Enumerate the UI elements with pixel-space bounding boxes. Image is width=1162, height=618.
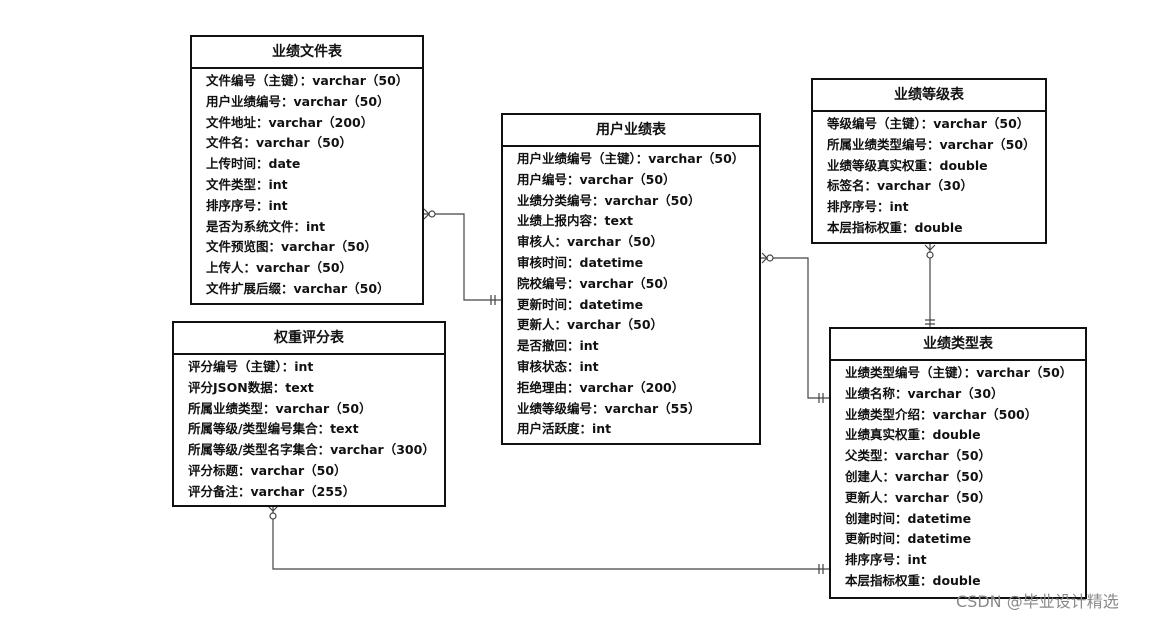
entity-field: 业绩真实权重：double [845,427,981,443]
field-list: 评分编号（主键）：int 评分JSON数据：text 所属业绩类型：varchar（… [174,355,444,503]
entity-field: 院校编号：varchar（50） [517,275,676,291]
entity-field: 更新时间：datetime [845,531,972,547]
entity-field: 所属等级/类型编号集合：text [188,421,359,437]
relation-crow-circle [926,251,934,259]
relation-crow-foot [761,252,768,264]
relation-bar-mark [818,564,824,574]
entity-field: 上传时间：date [206,156,301,172]
entity-field: 用户业绩编号（主键）：varchar（50） [517,151,745,166]
field-list: 业绩类型编号（主键）：varchar（50） 业绩名称：varchar（30） 业绩… [831,361,1085,592]
relation-crow-circle [269,512,277,520]
relation-crow-circle [766,254,774,262]
entity-field: 更新人：varchar（50） [517,317,664,333]
field-list: 等级编号（主键）：varchar（50） 所属业绩类型编号：varchar（50）… [813,112,1045,239]
entity-weight-score: 权重评分表 评分编号（主键）：int 评分JSON数据：text 所属业绩类型：va… [172,321,446,507]
entity-field: 文件编号（主键）：varchar（50） [206,73,409,88]
entity-field: 文件预览图：varchar（50） [206,239,378,255]
field-list: 文件编号（主键）：varchar（50） 用户业绩编号：varchar（50） 文件… [192,69,422,300]
entity-field: 排序序号：int [206,197,288,213]
entity-field: 更新人：varchar（50） [845,489,992,505]
entity-field: 父类型：varchar（50） [845,448,992,464]
entity-performance-type: 业绩类型表 业绩类型编号（主键）：varchar（50） 业绩名称：varchar… [829,327,1087,599]
entity-title: 业绩文件表 [192,37,422,69]
entity-field: 创建人：varchar（50） [845,468,992,484]
entity-field: 业绩分类编号：varchar（50） [517,192,701,208]
entity-title: 权重评分表 [174,323,444,355]
entity-field: 是否为系统文件：int [206,218,326,234]
entity-field: 更新时间：datetime [517,296,644,312]
entity-title: 用户业绩表 [503,115,759,147]
entity-performance-level: 业绩等级表 等级编号（主键）：varchar（50） 所属业绩类型编号：varch… [811,78,1047,244]
relation-crow-foot [267,505,279,512]
entity-field: 业绩等级编号：varchar（55） [517,400,701,416]
relation-crow-foot [924,244,936,251]
entity-field: 审核时间：datetime [517,254,644,270]
relation-file-user-perf [424,213,501,301]
entity-field: 上传人：varchar（50） [206,260,353,276]
entity-title: 业绩等级表 [813,80,1045,112]
entity-field: 所属等级/类型名字集合：varchar（300） [188,442,435,458]
relation-bar-mark [490,295,496,305]
entity-field: 审核状态：int [517,358,599,374]
relation-weight-type [272,505,830,570]
watermark: CSDN @毕业设计精选 [956,592,1119,611]
entity-field: 用户业绩编号：varchar（50） [206,93,390,109]
entity-field: 排序序号：int [827,199,909,215]
entity-field: 业绩等级真实权重：double [827,157,988,173]
relation-user-perf-type [761,257,830,399]
entity-field: 业绩类型编号（主键）：varchar（50） [845,365,1073,380]
entity-field: 评分JSON数据：text [188,379,314,395]
entity-field: 评分备注：varchar（255） [188,483,356,499]
entity-field: 本层指标权重：double [827,219,963,235]
entity-field: 是否撤回：int [517,338,599,354]
entity-field: 创建时间：datetime [845,510,972,526]
entity-user-performance: 用户业绩表 用户业绩编号（主键）：varchar（50） 用户编号：varchar… [501,113,761,445]
entity-field: 评分标题：varchar（50） [188,462,347,478]
field-list: 用户业绩编号（主键）：varchar（50） 用户编号：varchar（50） 业绩… [503,147,759,440]
entity-field: 业绩名称：varchar（30） [845,385,1004,401]
entity-field: 标签名：varchar（30） [827,178,974,194]
entity-field: 所属业绩类型编号：varchar（50） [827,136,1036,152]
entity-field: 用户活跃度：int [517,421,612,437]
entity-field: 等级编号（主键）：varchar（50） [827,116,1030,131]
entity-field: 业绩类型介绍：varchar（500） [845,406,1038,422]
entity-field: 审核人：varchar（50） [517,234,664,250]
entity-field: 评分编号（主键）：int [188,359,314,374]
relation-bar-mark [925,319,935,325]
entity-field: 文件扩展后缀：varchar（50） [206,280,390,296]
entity-title: 业绩类型表 [831,329,1085,361]
entity-field: 用户编号：varchar（50） [517,171,676,187]
entity-field: 业绩上报内容：text [517,213,633,229]
entity-field: 文件类型：int [206,176,288,192]
entity-performance-file: 业绩文件表 文件编号（主键）：varchar（50） 用户业绩编号：varchar… [190,35,424,305]
entity-field: 本层指标权重：double [845,572,981,588]
relation-crow-circle [428,210,436,218]
relation-crow-foot [423,208,430,220]
relation-bar-mark [818,393,824,403]
entity-field: 排序序号：int [845,552,927,568]
entity-field: 所属业绩类型：varchar（50） [188,400,372,416]
entity-field: 文件名：varchar（50） [206,135,353,151]
entity-field: 拒绝理由：varchar（200） [517,379,685,395]
entity-field: 文件地址：varchar（200） [206,114,374,130]
